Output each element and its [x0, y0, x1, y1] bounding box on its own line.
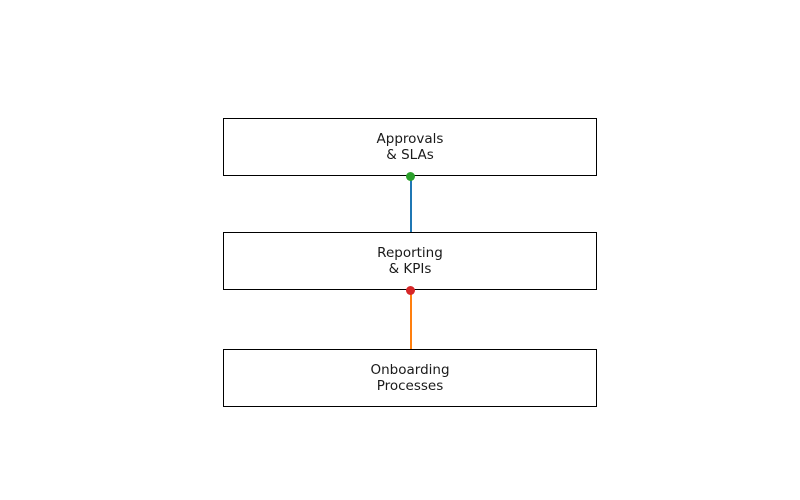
connector-dot-approvals [406, 172, 415, 181]
node-onboarding-processes: Onboarding Processes [223, 349, 597, 407]
connector-line-approvals-to-reporting [410, 177, 412, 232]
node-label-reporting-kpis: Reporting & KPIs [377, 245, 443, 277]
node-label-approvals-slas: Approvals & SLAs [376, 131, 444, 163]
connector-line-reporting-to-onboarding [410, 291, 412, 349]
node-label-onboarding-processes: Onboarding Processes [370, 362, 450, 394]
connector-dot-reporting [406, 286, 415, 295]
node-reporting-kpis: Reporting & KPIs [223, 232, 597, 290]
node-approvals-slas: Approvals & SLAs [223, 118, 597, 176]
